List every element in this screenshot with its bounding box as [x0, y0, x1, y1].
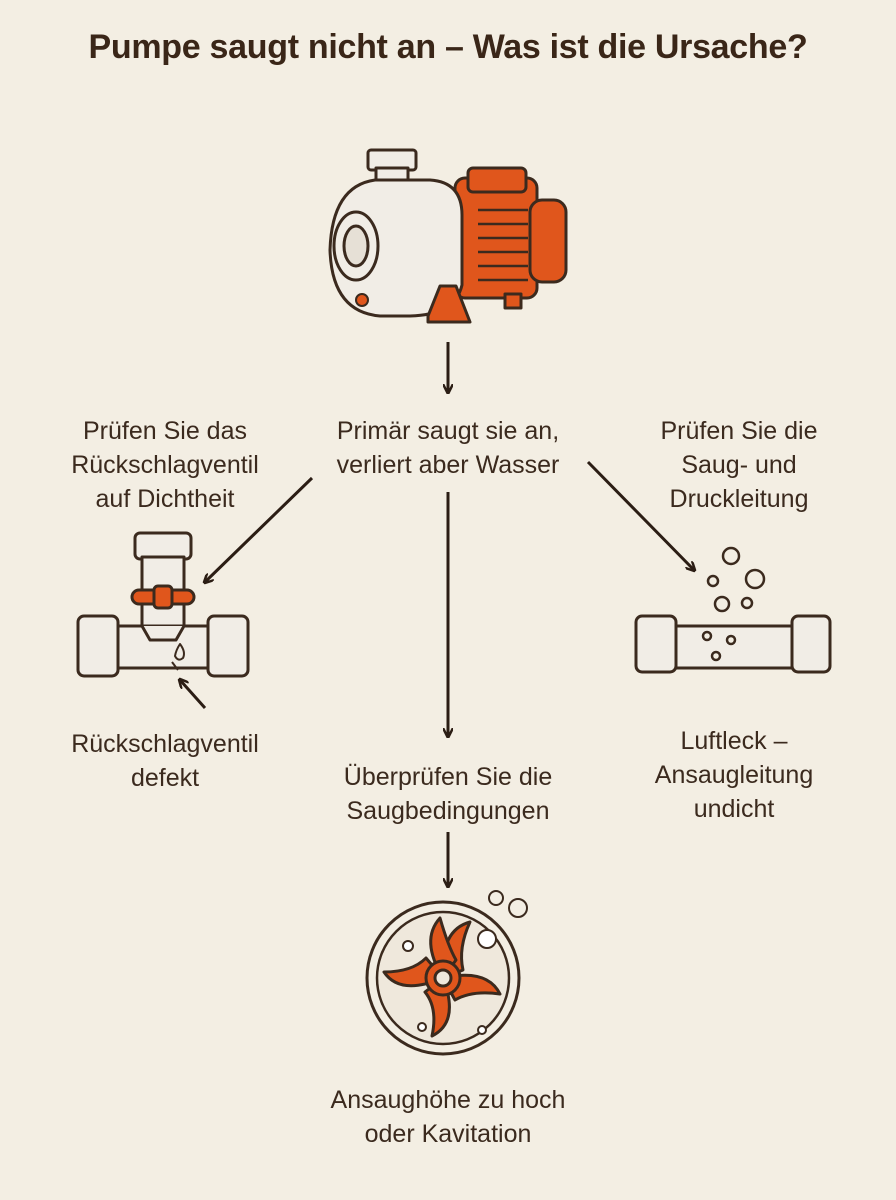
left-cause-label: Rückschlagventil defekt — [71, 730, 259, 792]
flow-arrows — [180, 342, 694, 886]
arrow-center-to-valve — [205, 476, 314, 582]
pump-icon — [328, 148, 568, 324]
arrow-leak-pointer — [180, 680, 207, 709]
center-node-label: Primär saugt sie an, verliert aber Wasse… — [336, 417, 560, 479]
arrow-center-to-pipe — [586, 460, 694, 570]
cavitation-impeller-icon — [365, 890, 528, 1056]
right-check-label: Prüfen Sie die Saug- und Druckleitung — [660, 417, 818, 513]
right-cause-label: Luftleck – Ansaugleitung undicht — [654, 727, 814, 823]
bottom-cause-label: Ansaughöhe zu hoch oder Kavitation — [330, 1086, 566, 1148]
left-check-label: Prüfen Sie das Rückschlagventil auf Dich… — [71, 417, 259, 513]
check-valve-icon — [76, 531, 250, 678]
middle-check-label: Überprüfen Sie die Saugbedingungen — [343, 763, 553, 825]
air-leak-pipe-icon — [634, 546, 832, 674]
page-title: Pumpe saugt nicht an – Was ist die Ursac… — [88, 28, 808, 66]
